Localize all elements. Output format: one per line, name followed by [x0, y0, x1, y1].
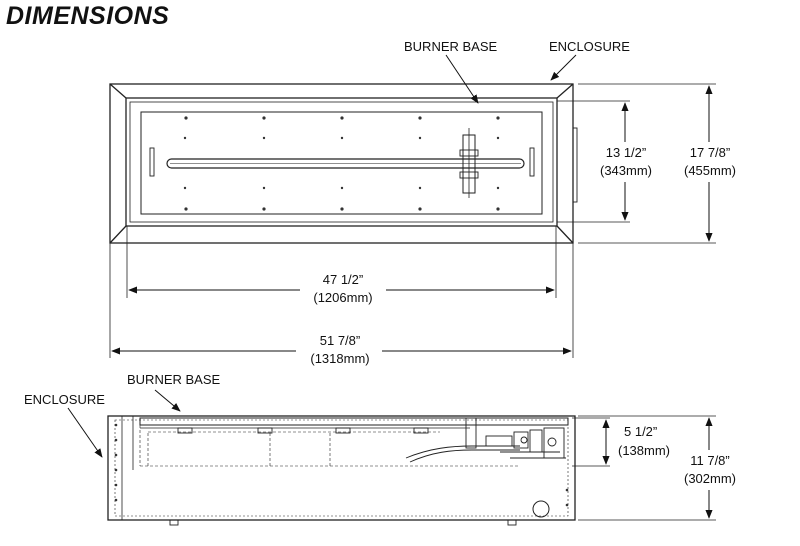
top-view-dimensions — [111, 54, 713, 355]
enclosure-height-imperial: 11 7/8” — [690, 453, 730, 468]
enclosure-outline-side — [107, 415, 576, 521]
enclosure-label-top: ENCLOSURE — [549, 39, 630, 54]
top-view — [109, 83, 716, 358]
enclosure-leader-side — [67, 407, 103, 458]
enclosure-depth-imperial: 17 7/8” — [690, 145, 730, 160]
burner-base-leader-side — [154, 389, 181, 412]
enclosure-leader-top — [550, 54, 577, 81]
enclosure-width-imperial: 51 7/8” — [320, 333, 360, 348]
burner-base-label-top: BURNER BASE — [404, 39, 498, 54]
enclosure-height-metric: (302mm) — [684, 471, 736, 486]
gas-valve-assembly — [405, 417, 566, 463]
side-dots — [114, 423, 569, 507]
burner-base-leader-top — [445, 54, 479, 104]
side-view-dimensions — [67, 389, 713, 519]
burner-tube — [166, 158, 525, 169]
burner-height-imperial: 5 1/2” — [624, 424, 657, 439]
enclosure-depth-metric: (455mm) — [684, 163, 736, 178]
burner-width-imperial: 47 1/2” — [323, 272, 363, 287]
enclosure-width-metric: (1318mm) — [310, 351, 369, 366]
burner-pan — [140, 111, 543, 215]
burner-depth-imperial: 13 1/2” — [606, 145, 646, 160]
burner-depth-metric: (343mm) — [600, 163, 652, 178]
enclosure-label-side: ENCLOSURE — [24, 392, 105, 407]
burner-base-label-side: BURNER BASE — [127, 372, 221, 387]
burner-base-outline-side — [139, 417, 569, 426]
burner-base-outline-top — [125, 97, 558, 227]
pan-fastener-dots — [183, 116, 500, 211]
burner-height-metric: (138mm) — [618, 443, 670, 458]
side-view — [107, 415, 716, 526]
access-knob — [532, 500, 550, 518]
burner-width-metric: (1206mm) — [313, 290, 372, 305]
page-title: DIMENSIONS — [6, 2, 170, 30]
